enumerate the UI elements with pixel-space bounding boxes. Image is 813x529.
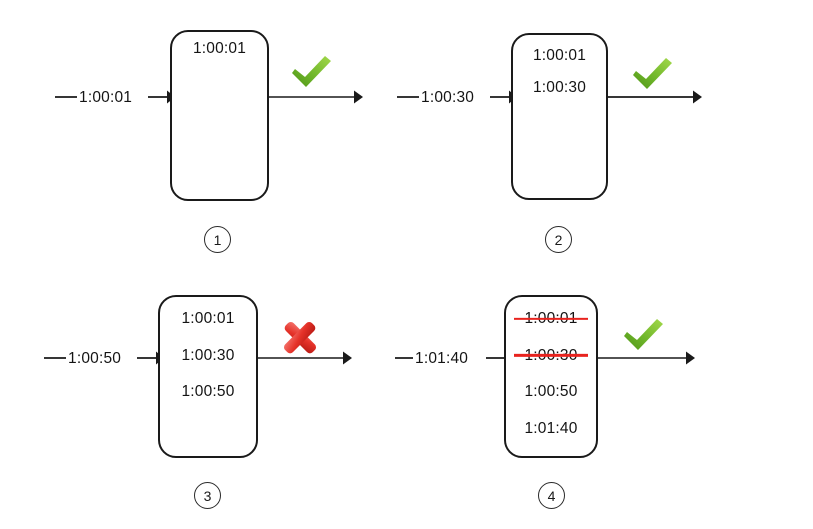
green-check-icon [633,58,672,89]
red-cross-icon [283,321,317,354]
panel-2-entry-0: 1:00:01 [532,47,587,64]
panel-4-entry-0: 1:00:01 [518,311,583,327]
panel-1-process-box: 1:00:01 [170,30,269,201]
panel-3-outgoing-arrow [257,351,352,365]
panel-2-entry-list: 1:00:01 1:00:30 [513,35,606,95]
panel-4-entry-3: 1:01:40 [524,419,578,437]
panel-3-entry-2: 1:00:50 [181,383,235,400]
panel-3-step-number: 3 [194,482,221,509]
panel-1-outgoing-arrow [268,90,363,104]
panel-3-entry-1: 1:00:30 [181,346,235,364]
panel-1-entry-0: 1:00:01 [192,40,247,57]
panel-4-outgoing-arrow [597,351,695,365]
panel-1-entry-list: 1:00:01 [172,32,267,57]
panel-2-entry-1: 1:00:30 [532,78,587,96]
panel-4-entry-2: 1:00:50 [524,383,578,400]
panel-2-input-label: 1:00:30 [421,89,475,106]
green-check-icon [624,319,663,350]
panel-3-process-box: 1:00:01 1:00:30 1:00:50 [158,295,258,458]
panel-4-process-box: 1:00:01 1:00:30 1:00:50 1:01:40 [504,295,598,458]
panel-4-step-number: 4 [538,482,565,509]
panel-3-entry-0: 1:00:01 [181,310,235,327]
panel-2-process-box: 1:00:01 1:00:30 [511,33,608,200]
panel-1-input-label: 1:00:01 [79,89,133,106]
panel-2-step-number: 2 [545,226,572,253]
green-check-icon [292,56,331,87]
panel-1-step-number: 1 [204,226,231,253]
panel-3-input-label: 1:00:50 [68,350,122,367]
panel-4-input-label: 1:01:40 [415,350,469,367]
panel-2-outgoing-arrow [607,90,702,104]
panel-4-entry-list: 1:00:01 1:00:30 1:00:50 1:01:40 [506,297,596,436]
panel-4-entry-1: 1:00:30 [518,347,583,364]
panel-3-entry-list: 1:00:01 1:00:30 1:00:50 [160,297,256,400]
